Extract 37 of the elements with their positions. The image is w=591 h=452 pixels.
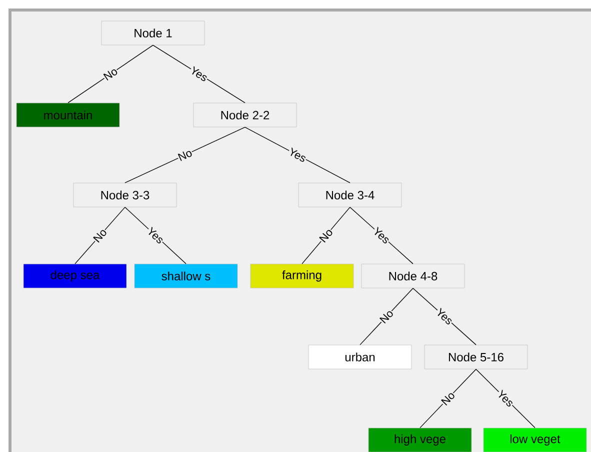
branch-line	[420, 368, 476, 428]
leaf-class-box: urban	[308, 344, 412, 370]
branch-line	[74, 206, 126, 264]
split-node-box: Node 4-8	[361, 264, 465, 288]
edge-label: No	[92, 226, 108, 244]
edge-label: Yes	[287, 146, 308, 164]
leaf-class-box: shallow s	[134, 264, 238, 288]
branch-line	[68, 44, 154, 104]
leaf-class-box: high vege	[368, 428, 472, 452]
edge-label: No	[440, 390, 456, 407]
branch-line	[350, 206, 414, 264]
leaf-class-box: deep sea	[23, 264, 127, 288]
split-node-box: Node 5-16	[424, 344, 528, 370]
branch-line	[124, 126, 246, 184]
leaf-class-box: mountain	[16, 102, 120, 128]
edge-label: Yes	[372, 226, 392, 246]
branch-line	[360, 288, 414, 346]
branch-line	[124, 206, 186, 264]
edge-label: No	[378, 308, 395, 325]
edge-label: No	[176, 148, 194, 162]
branch-line	[412, 288, 476, 346]
branch-line	[244, 126, 350, 184]
edge-label: Yes	[146, 226, 166, 246]
split-node-box: Node 3-3	[73, 182, 177, 208]
edge-label: Yes	[434, 306, 454, 326]
split-node-box: Node 2-2	[193, 102, 297, 128]
edge-label: Yes	[188, 65, 210, 83]
edge-label: Yes	[496, 388, 516, 408]
edge-label: No	[318, 226, 334, 244]
split-node-box: Node 1	[101, 20, 205, 46]
leaf-class-box: low veget	[483, 428, 587, 452]
edge-label: No	[102, 66, 120, 82]
branch-line	[152, 44, 246, 104]
split-node-box: Node 3-4	[298, 182, 402, 208]
branch-line	[476, 368, 536, 428]
branch-line	[302, 206, 350, 264]
leaf-class-box: farming	[250, 264, 354, 288]
